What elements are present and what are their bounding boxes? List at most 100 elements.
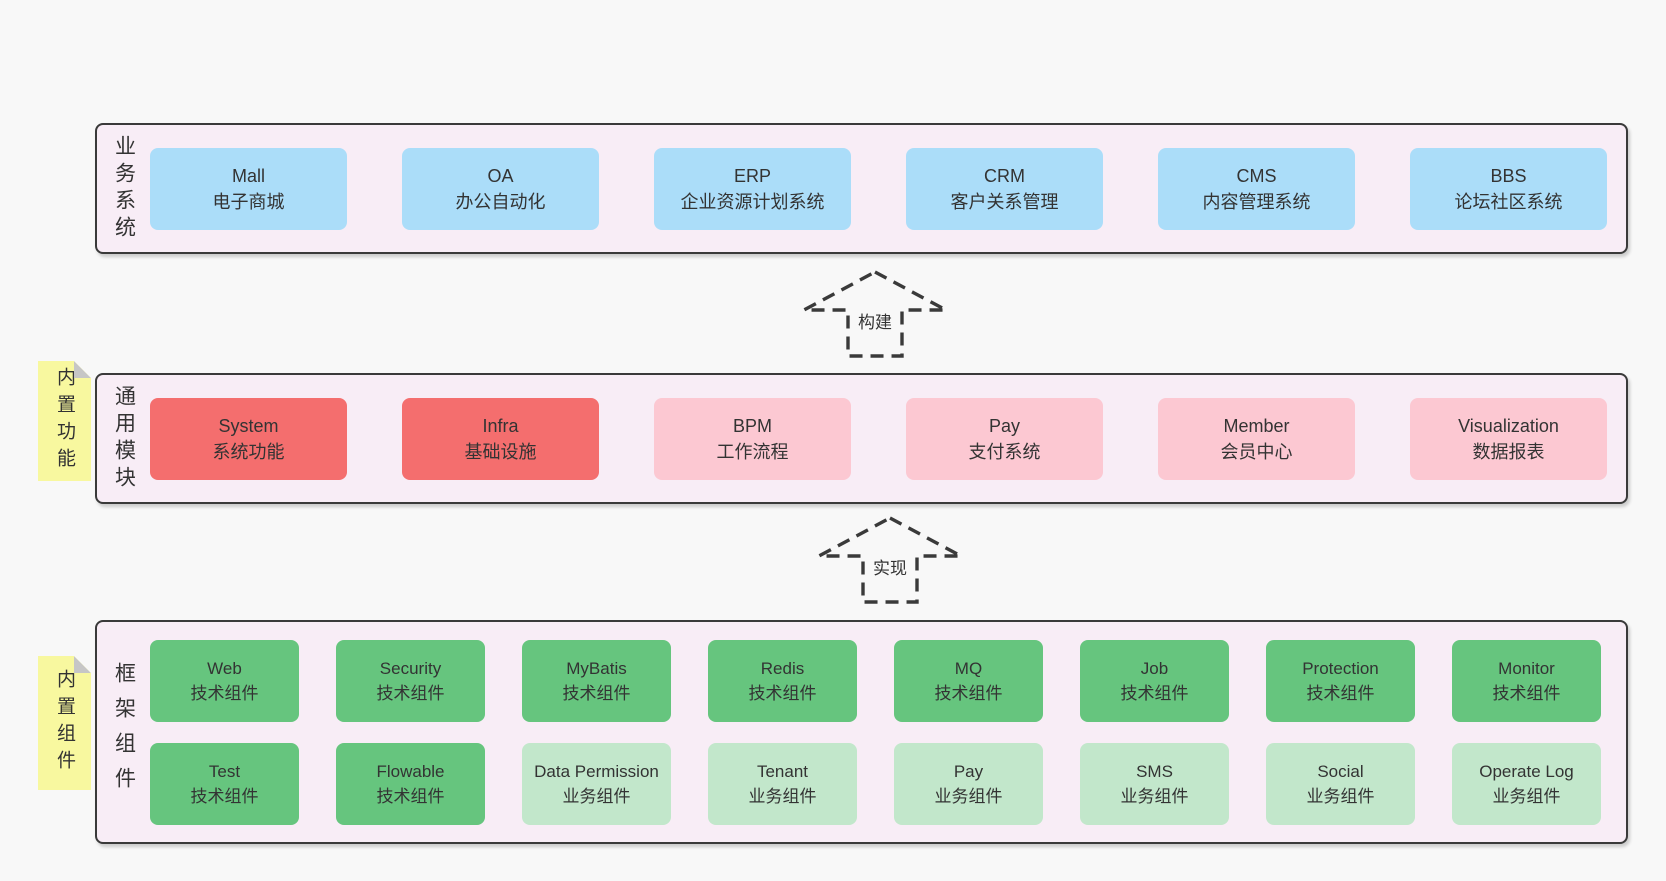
row-label-area: 业务系统 bbox=[97, 125, 150, 252]
box-title: Infra bbox=[482, 415, 519, 436]
box-title: Web bbox=[207, 658, 242, 678]
arrow-implement: 实现 bbox=[815, 514, 965, 606]
box-title: ERP bbox=[733, 165, 771, 186]
row-label-common-modules: 通用模块 bbox=[112, 384, 136, 493]
box-subtitle: 技术组件 bbox=[1306, 683, 1375, 703]
box-title: Pay bbox=[988, 415, 1021, 436]
box-subtitle: 系统功能 bbox=[212, 441, 285, 462]
sticky-fold-corner-icon bbox=[74, 361, 91, 378]
box-title: Data Permission bbox=[534, 761, 659, 781]
box-title: SMS bbox=[1136, 761, 1173, 781]
box-subtitle: 业务组件 bbox=[1120, 786, 1189, 806]
box-monitor: Monitor 技术组件 bbox=[1452, 639, 1601, 722]
box-title: BBS bbox=[1490, 165, 1527, 186]
box-pay-component: Pay 业务组件 bbox=[894, 742, 1043, 825]
row-label-business-systems: 业务系统 bbox=[112, 134, 136, 243]
box-subtitle: 业务组件 bbox=[1306, 786, 1375, 806]
box-title: Job bbox=[1140, 658, 1169, 678]
box-test: Test 技术组件 bbox=[150, 742, 299, 825]
box-subtitle: 技术组件 bbox=[1120, 683, 1189, 703]
box-bpm: BPM 工作流程 bbox=[654, 397, 851, 480]
box-title: Monitor bbox=[1498, 658, 1555, 678]
box-infra: Infra 基础设施 bbox=[402, 397, 599, 480]
box-subtitle: 企业资源计划系统 bbox=[680, 191, 825, 212]
box-cms: CMS 内容管理系统 bbox=[1158, 147, 1355, 230]
row-label-framework-components: 框架组件 bbox=[112, 662, 136, 802]
box-title: System bbox=[218, 415, 279, 436]
arrow-implement-label: 实现 bbox=[870, 554, 910, 579]
box-tenant: Tenant 业务组件 bbox=[708, 742, 857, 825]
arrow-build-label: 构建 bbox=[855, 308, 895, 333]
sticky-fold-corner-icon bbox=[74, 656, 91, 673]
box-operate-log: Operate Log 业务组件 bbox=[1452, 742, 1601, 825]
box-security: Security 技术组件 bbox=[336, 639, 485, 722]
arrow-build: 构建 bbox=[800, 268, 950, 360]
box-title: Redis bbox=[760, 658, 805, 678]
box-data-permission: Data Permission 业务组件 bbox=[522, 742, 671, 825]
box-subtitle: 内容管理系统 bbox=[1202, 191, 1311, 212]
box-job: Job 技术组件 bbox=[1080, 639, 1229, 722]
sticky-builtin-features: 内置功能 bbox=[38, 361, 91, 481]
box-mybatis: MyBatis 技术组件 bbox=[522, 639, 671, 722]
box-protection: Protection 技术组件 bbox=[1266, 639, 1415, 722]
box-subtitle: 技术组件 bbox=[748, 683, 817, 703]
box-title: BPM bbox=[732, 415, 772, 436]
sticky-builtin-components-label: 内置组件 bbox=[54, 669, 75, 777]
section-framework-components: 框架组件 Web 技术组件 Security 技术组件 MyBatis 技术组件… bbox=[95, 620, 1628, 844]
box-oa: OA 办公自动化 bbox=[402, 147, 599, 230]
business-boxes-row: Mall 电子商城 OA 办公自动化 ERP 企业资源计划系统 CRM 客户关系… bbox=[150, 125, 1626, 252]
box-subtitle: 工作流程 bbox=[716, 441, 789, 462]
box-visualization: Visualization 数据报表 bbox=[1410, 397, 1607, 480]
box-subtitle: 技术组件 bbox=[1492, 683, 1561, 703]
box-web: Web 技术组件 bbox=[150, 639, 299, 722]
box-social: Social 业务组件 bbox=[1266, 742, 1415, 825]
box-subtitle: 客户关系管理 bbox=[950, 191, 1059, 212]
box-member: Member 会员中心 bbox=[1158, 397, 1355, 480]
box-mq: MQ 技术组件 bbox=[894, 639, 1043, 722]
box-system: System 系统功能 bbox=[150, 397, 347, 480]
box-erp: ERP 企业资源计划系统 bbox=[654, 147, 851, 230]
box-title: CMS bbox=[1236, 165, 1277, 186]
box-title: Member bbox=[1223, 415, 1290, 436]
module-boxes-row: System 系统功能 Infra 基础设施 BPM 工作流程 Pay 支付系统… bbox=[150, 375, 1626, 502]
box-title: Security bbox=[379, 658, 442, 678]
box-subtitle: 业务组件 bbox=[562, 786, 631, 806]
box-subtitle: 基础设施 bbox=[464, 441, 537, 462]
box-bbs: BBS 论坛社区系统 bbox=[1410, 147, 1607, 230]
component-boxes-grid: Web 技术组件 Security 技术组件 MyBatis 技术组件 Redi… bbox=[150, 622, 1626, 842]
box-crm: CRM 客户关系管理 bbox=[906, 147, 1103, 230]
row-label-area: 通用模块 bbox=[97, 375, 150, 502]
box-flowable: Flowable 技术组件 bbox=[336, 742, 485, 825]
box-title: OA bbox=[487, 165, 514, 186]
box-title: Visualization bbox=[1458, 415, 1559, 436]
box-title: Operate Log bbox=[1479, 761, 1574, 781]
box-subtitle: 业务组件 bbox=[748, 786, 817, 806]
box-title: Test bbox=[208, 761, 241, 781]
box-subtitle: 业务组件 bbox=[1492, 786, 1561, 806]
sticky-builtin-features-label: 内置功能 bbox=[54, 367, 75, 475]
box-subtitle: 技术组件 bbox=[934, 683, 1003, 703]
up-arrow-dashed-icon bbox=[803, 270, 947, 358]
box-subtitle: 办公自动化 bbox=[455, 191, 546, 212]
box-subtitle: 技术组件 bbox=[376, 786, 445, 806]
box-subtitle: 会员中心 bbox=[1220, 441, 1293, 462]
section-business-systems: 业务系统 Mall 电子商城 OA 办公自动化 ERP 企业资源计划系统 CRM… bbox=[95, 123, 1628, 254]
box-sms: SMS 业务组件 bbox=[1080, 742, 1229, 825]
box-subtitle: 电子商城 bbox=[212, 191, 285, 212]
box-title: Mall bbox=[231, 165, 265, 186]
section-common-modules: 通用模块 System 系统功能 Infra 基础设施 BPM 工作流程 Pay… bbox=[95, 373, 1628, 504]
box-subtitle: 数据报表 bbox=[1472, 441, 1545, 462]
box-title: Flowable bbox=[376, 761, 445, 781]
box-title: MQ bbox=[954, 658, 983, 678]
box-subtitle: 技术组件 bbox=[190, 786, 259, 806]
box-subtitle: 业务组件 bbox=[934, 786, 1003, 806]
box-subtitle: 论坛社区系统 bbox=[1454, 191, 1563, 212]
box-title: Tenant bbox=[756, 761, 809, 781]
box-subtitle: 技术组件 bbox=[562, 683, 631, 703]
up-arrow-dashed-icon bbox=[818, 516, 962, 604]
box-subtitle: 技术组件 bbox=[376, 683, 445, 703]
row-label-area: 框架组件 bbox=[97, 622, 150, 842]
box-subtitle: 支付系统 bbox=[968, 441, 1041, 462]
box-title: CRM bbox=[984, 165, 1025, 186]
